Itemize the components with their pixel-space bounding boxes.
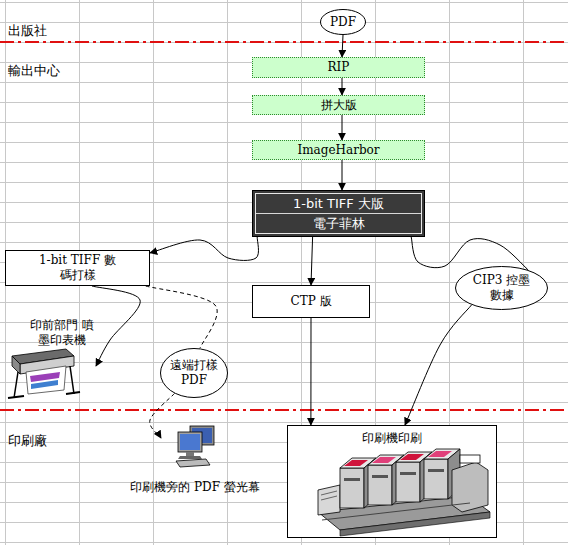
printer-leg xyxy=(70,366,74,394)
monitor-screen xyxy=(180,434,200,450)
press-delivery xyxy=(318,485,340,515)
connector xyxy=(150,237,258,260)
node-text: 拼大版 xyxy=(321,98,357,113)
lane-label: 出版社 xyxy=(8,22,47,40)
node-text: 1-bit TIFF 大版 xyxy=(256,194,421,213)
press-sheet xyxy=(321,496,337,500)
unit-slot xyxy=(428,469,444,472)
connector xyxy=(342,115,343,140)
printer-foot xyxy=(8,396,24,398)
monitor-stand xyxy=(186,452,194,456)
dashed-connector xyxy=(146,286,217,348)
unit-accent xyxy=(400,454,424,460)
monitor-base xyxy=(178,456,202,459)
ellipse-shape xyxy=(456,267,548,310)
paper-stack xyxy=(460,455,480,463)
printing-press-illustration xyxy=(318,449,490,536)
data-ellipse: CIP3 控墨數據 xyxy=(455,266,548,310)
monitor-frame xyxy=(178,432,202,452)
inkjet-printer-illustration xyxy=(8,349,80,398)
connector xyxy=(92,286,140,366)
node-text: 印刷機印刷 xyxy=(362,431,422,446)
press-rail xyxy=(322,503,470,520)
connector xyxy=(411,237,528,270)
unit-slot xyxy=(372,475,388,478)
printer-foot xyxy=(66,392,80,394)
proof-box: 1-bit TIFF 數碼打樣 xyxy=(5,250,150,286)
connector xyxy=(342,35,343,57)
keyboard xyxy=(176,459,210,467)
unit-accent xyxy=(372,457,396,463)
ellipse-shape xyxy=(321,10,366,35)
plate-box: CTP 版 xyxy=(252,285,370,318)
process-box: ImageHarbor xyxy=(252,140,425,160)
printer-part xyxy=(12,356,20,374)
press-sheet xyxy=(321,491,337,495)
dashed-connector xyxy=(150,394,175,439)
node-text: CTP 版 xyxy=(290,294,331,309)
unit-accent xyxy=(428,451,452,457)
monitor-illustration xyxy=(176,426,214,467)
process-box: RIP xyxy=(252,57,425,78)
node-text: 電子菲林 xyxy=(256,213,421,233)
printer-paper xyxy=(26,366,66,394)
connector xyxy=(311,237,313,285)
ellipse-shape xyxy=(161,349,228,398)
connector xyxy=(405,305,472,425)
unit-front xyxy=(368,465,392,505)
lane-label: 印刷廠 xyxy=(8,432,47,450)
unit-front xyxy=(396,462,420,502)
lane-divider xyxy=(0,41,568,43)
source-ellipse: PDF xyxy=(320,9,366,35)
node-text: 印刷機旁的 PDF 螢光幕 xyxy=(130,480,260,495)
unit-accent xyxy=(344,460,368,466)
node-text: RIP xyxy=(328,60,350,75)
unit-slot xyxy=(400,472,416,475)
connector xyxy=(310,318,311,425)
output-box: 1-bit TIFF 大版電子菲林 xyxy=(252,190,425,237)
unit-slot xyxy=(344,478,360,481)
unit-front xyxy=(340,468,364,508)
connector xyxy=(342,78,343,95)
lane-label: 輸出中心 xyxy=(8,62,60,80)
node-text: CIP3 控墨數據 xyxy=(473,273,531,303)
printer-leg xyxy=(14,372,18,398)
connector xyxy=(342,160,343,190)
node-text: 遠端打樣 PDF xyxy=(168,358,220,388)
node-text: PDF xyxy=(330,15,356,30)
printer-print xyxy=(31,380,58,389)
lane-divider xyxy=(0,409,568,411)
node-text: 印前部門 噴墨印表機 xyxy=(28,318,96,348)
process-box: 拼大版 xyxy=(252,95,425,115)
unit-front xyxy=(424,459,448,499)
node-text: 1-bit TIFF 數碼打樣 xyxy=(38,253,118,283)
node-text: ImageHarbor xyxy=(297,143,379,158)
remote-proof-ellipse: 遠端打樣 PDF xyxy=(160,348,228,398)
